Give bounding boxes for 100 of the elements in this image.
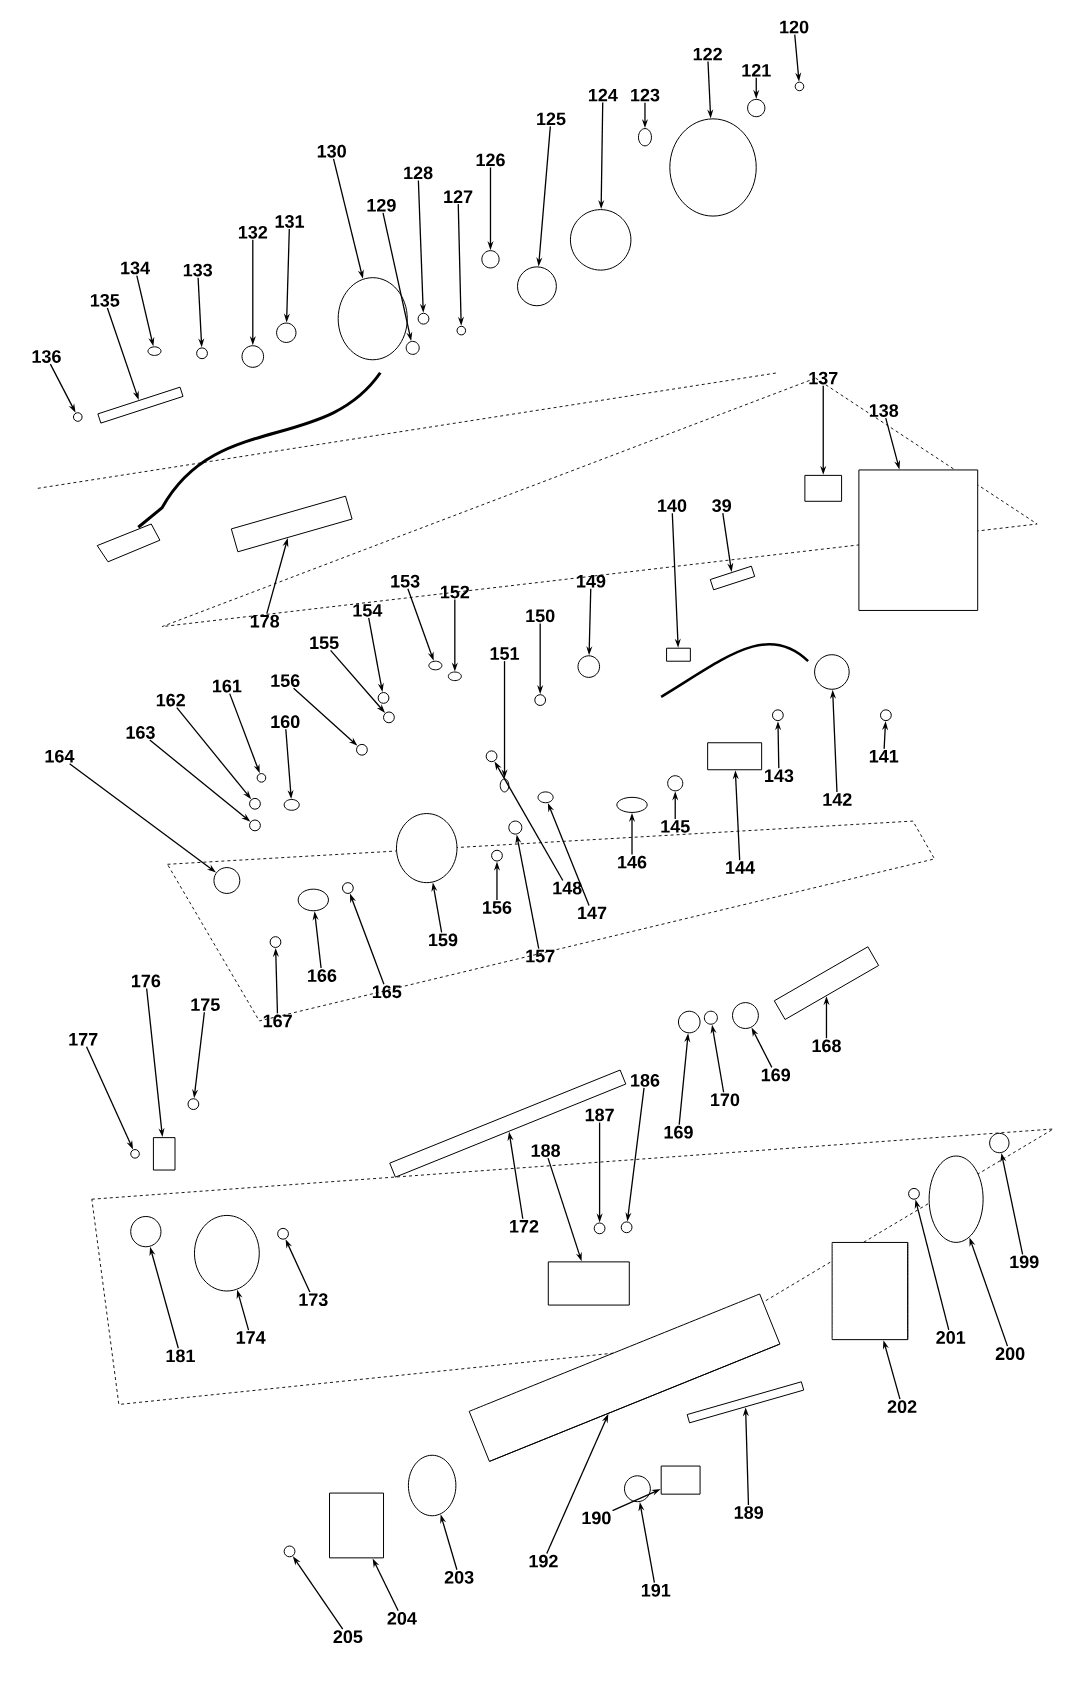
round-part [147,346,162,356]
round-part [491,849,503,862]
callout-number: 131 [275,215,305,228]
callout-number: 174 [236,1331,266,1344]
callout-number: 140 [658,499,687,512]
callout-number: 132 [238,225,268,239]
round-part [989,1132,1010,1154]
callout-number: 151 [490,647,520,660]
callout-number: 136 [32,350,61,363]
callout-number: 120 [780,20,809,34]
round-part [880,709,892,722]
callout-number: 144 [726,861,755,874]
round-part [481,250,500,269]
round-part [196,347,208,360]
round-part [187,1098,200,1111]
callout-number: 155 [310,636,339,650]
block-part [547,1261,630,1306]
rod-part [773,946,880,1020]
callout-number: 187 [585,1108,614,1122]
round-part [405,340,420,355]
callout-number: 152 [441,585,470,599]
callout-number: 186 [631,1074,660,1087]
callout-number: 125 [537,112,566,126]
round-part [277,1227,289,1240]
round-part [456,325,467,336]
round-part [499,778,510,793]
block-part [152,1137,176,1171]
round-part [928,1155,984,1243]
callout-number: 137 [809,371,838,385]
callout-number: 169 [664,1125,693,1139]
callout-number: 201 [936,1331,966,1344]
callout-number: 126 [476,153,505,167]
round-part [485,750,498,763]
callout-number: 127 [444,190,473,203]
round-part [249,797,261,810]
round-part [377,692,390,704]
callout-number: 205 [333,1630,363,1644]
round-part [213,867,241,894]
callout-number: 191 [641,1583,671,1597]
round-part [297,888,329,912]
round-part [517,266,557,307]
round-part [908,1187,920,1200]
callout-number: 192 [529,1554,558,1568]
block-part [858,469,979,611]
callout-number: 168 [812,1039,841,1053]
callout-number: 189 [734,1506,764,1519]
callout-number: 188 [531,1144,561,1157]
round-part [732,1002,759,1029]
callout-number: 163 [126,726,155,739]
callout-number: 166 [308,969,337,982]
callout-number: 203 [444,1570,474,1584]
callout-number: 141 [869,750,899,763]
block-part [707,742,763,771]
round-part [407,1454,457,1517]
callout-number: 122 [693,47,722,61]
callout-number: 150 [526,609,555,623]
round-part [508,820,523,835]
round-part [814,654,850,690]
callout-number: 169 [761,1068,791,1082]
round-part [130,1215,162,1248]
rod-part [230,495,353,553]
callout-number: 153 [391,574,420,588]
round-part [396,813,458,884]
callout-number: 165 [372,985,402,999]
callout-number: 143 [765,769,794,783]
callout-number: 142 [823,793,852,806]
callout-number: 129 [367,198,396,212]
callout-number: 161 [213,679,242,693]
callout-number: 146 [618,855,647,869]
round-part [794,81,805,92]
callout-number: 121 [742,63,771,77]
round-part [194,1214,260,1292]
callout-number: 124 [589,88,618,102]
callout-number: 130 [317,144,346,158]
callout-number: 202 [887,1400,917,1413]
callout-number: 148 [553,881,582,895]
round-part [342,882,354,894]
block-part [660,1465,701,1495]
round-part [256,773,267,783]
callout-number: 177 [69,1033,98,1046]
callout-number: 167 [263,1014,292,1028]
round-part [428,660,443,671]
callout-number: 162 [156,693,186,707]
round-part [772,709,784,722]
callout-number: 39 [712,499,732,512]
callout-number: 170 [711,1093,740,1107]
block-part [804,474,843,502]
rod-part [709,565,756,591]
callout-number: 128 [404,166,433,180]
rod-part [686,1381,805,1424]
callout-number: 154 [353,604,383,617]
rod-part [97,386,184,424]
callout-number: 156 [271,674,300,687]
round-part [616,796,648,813]
block-part [329,1492,385,1559]
callout-number: 164 [45,749,75,763]
callout-number: 157 [526,949,555,963]
callout-number: 172 [510,1219,539,1233]
callout-number: 147 [578,906,607,920]
round-part [703,1010,718,1025]
